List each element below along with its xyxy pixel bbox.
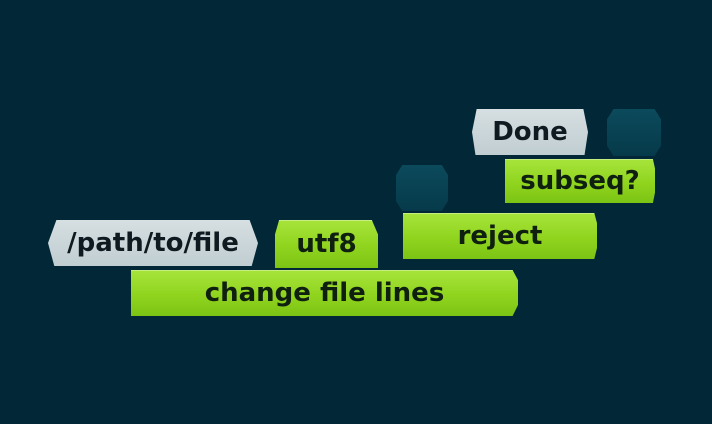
done-token[interactable]: Done — [472, 109, 588, 155]
utf8-block[interactable]: utf8 — [275, 220, 378, 268]
empty-slot-top[interactable] — [607, 109, 661, 156]
change-file-lines-block[interactable]: change file lines — [131, 270, 518, 316]
path-token[interactable]: /path/to/file — [48, 220, 258, 266]
subseq-block[interactable]: subseq? — [505, 159, 655, 203]
empty-slot-middle[interactable] — [396, 165, 448, 211]
reject-block[interactable]: reject — [403, 213, 597, 259]
